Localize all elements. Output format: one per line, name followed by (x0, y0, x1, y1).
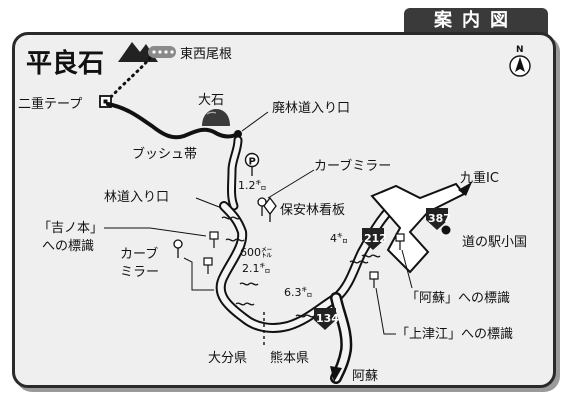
forest-road (227, 135, 243, 211)
map-title: 平良石 (26, 48, 104, 79)
label-oishi: 大石 (198, 93, 224, 108)
trail-dotted (106, 56, 152, 102)
label-yoshinomoto-2: への標識 (42, 239, 94, 254)
label-kamitsue-sign: 「上津江」への標識 (396, 327, 513, 342)
label-nijuu-tape: 二重テープ (18, 96, 82, 112)
rock-icon (202, 109, 230, 126)
route-212-road (331, 209, 391, 303)
label-hoanrin-sign: 保安林看板 (280, 202, 345, 218)
route-shield-212: 212 (362, 228, 387, 250)
distance-6-3km: 6.3㌔ (284, 286, 313, 299)
compass-label: N (516, 45, 524, 55)
leader-curve-mirror-2 (183, 257, 214, 291)
distance-1-2km: 1.2㌔ (238, 179, 267, 192)
curve-mirror-icon-1 (257, 197, 267, 216)
main-road-west (215, 201, 341, 333)
leader-yoshinomoto (104, 227, 207, 237)
michi-no-eki-dot (441, 225, 451, 235)
hoanrin-sign-icon (263, 196, 277, 222)
kokonoe-arrow-icon (458, 182, 472, 196)
label-bush-zone: ブッシュ帯 (132, 146, 197, 162)
svg-text:387: 387 (428, 212, 451, 225)
guide-map-tab: 案内図 (404, 8, 548, 34)
sign-icon-2 (203, 257, 213, 274)
leader-kamitsue-sign (375, 287, 396, 335)
label-kumamoto-pref: 熊本県 (270, 350, 309, 366)
compass-icon (509, 55, 531, 77)
trail-solid (106, 102, 240, 140)
sign-icon-yoshinomoto (209, 231, 219, 248)
label-higashi-seone: 東西尾根 (180, 46, 232, 62)
label-hairindou-iriguchi: 廃林道入り口 (272, 100, 350, 116)
leader-aso-sign (401, 249, 413, 289)
parking-icon: P (244, 152, 260, 176)
curve-mirror-icon-2 (173, 239, 183, 258)
route-shield-387: 387 (426, 208, 451, 230)
svg-text:134: 134 (316, 312, 339, 325)
distance-4km: 4㌔ (330, 232, 348, 245)
route-134-road (330, 292, 353, 384)
distance-600m: 600㍍ (240, 245, 272, 259)
label-oita-pref: 大分県 (208, 351, 247, 366)
mountain-icon (118, 42, 158, 62)
sign-icon-aso (395, 233, 405, 250)
aso-arrow-icon (330, 366, 342, 382)
distance-2-1km: 2.1㌔ (242, 262, 271, 275)
label-kokonoe-ic: 九重IC (460, 170, 499, 186)
label-rindou-iriguchi: 林道入り口 (104, 190, 169, 205)
svg-text:P: P (249, 157, 256, 168)
leader-curve-mirror-1 (267, 169, 315, 199)
route-387-road (370, 182, 466, 274)
leader-hairindou (241, 111, 269, 132)
tape-marker (99, 95, 112, 108)
label-curve-mirror-1: カーブミラー (314, 158, 391, 174)
sign-icon-kamitsue (369, 271, 379, 288)
label-aso-sign: 「阿蘇」への標識 (406, 291, 510, 306)
label-yoshinomoto-1: 「吉ノ本」 (38, 221, 103, 236)
label-michi-no-eki: 道の駅小国 (462, 235, 527, 250)
label-curve-mirror-2b: ミラー (120, 265, 159, 280)
ridge-marker (148, 46, 176, 58)
road-wave-marks (221, 216, 381, 318)
route-shield-134: 134 (314, 308, 339, 330)
label-aso: 阿蘇 (352, 369, 378, 384)
label-curve-mirror-2a: カーブ (120, 246, 158, 262)
svg-text:212: 212 (364, 232, 387, 245)
